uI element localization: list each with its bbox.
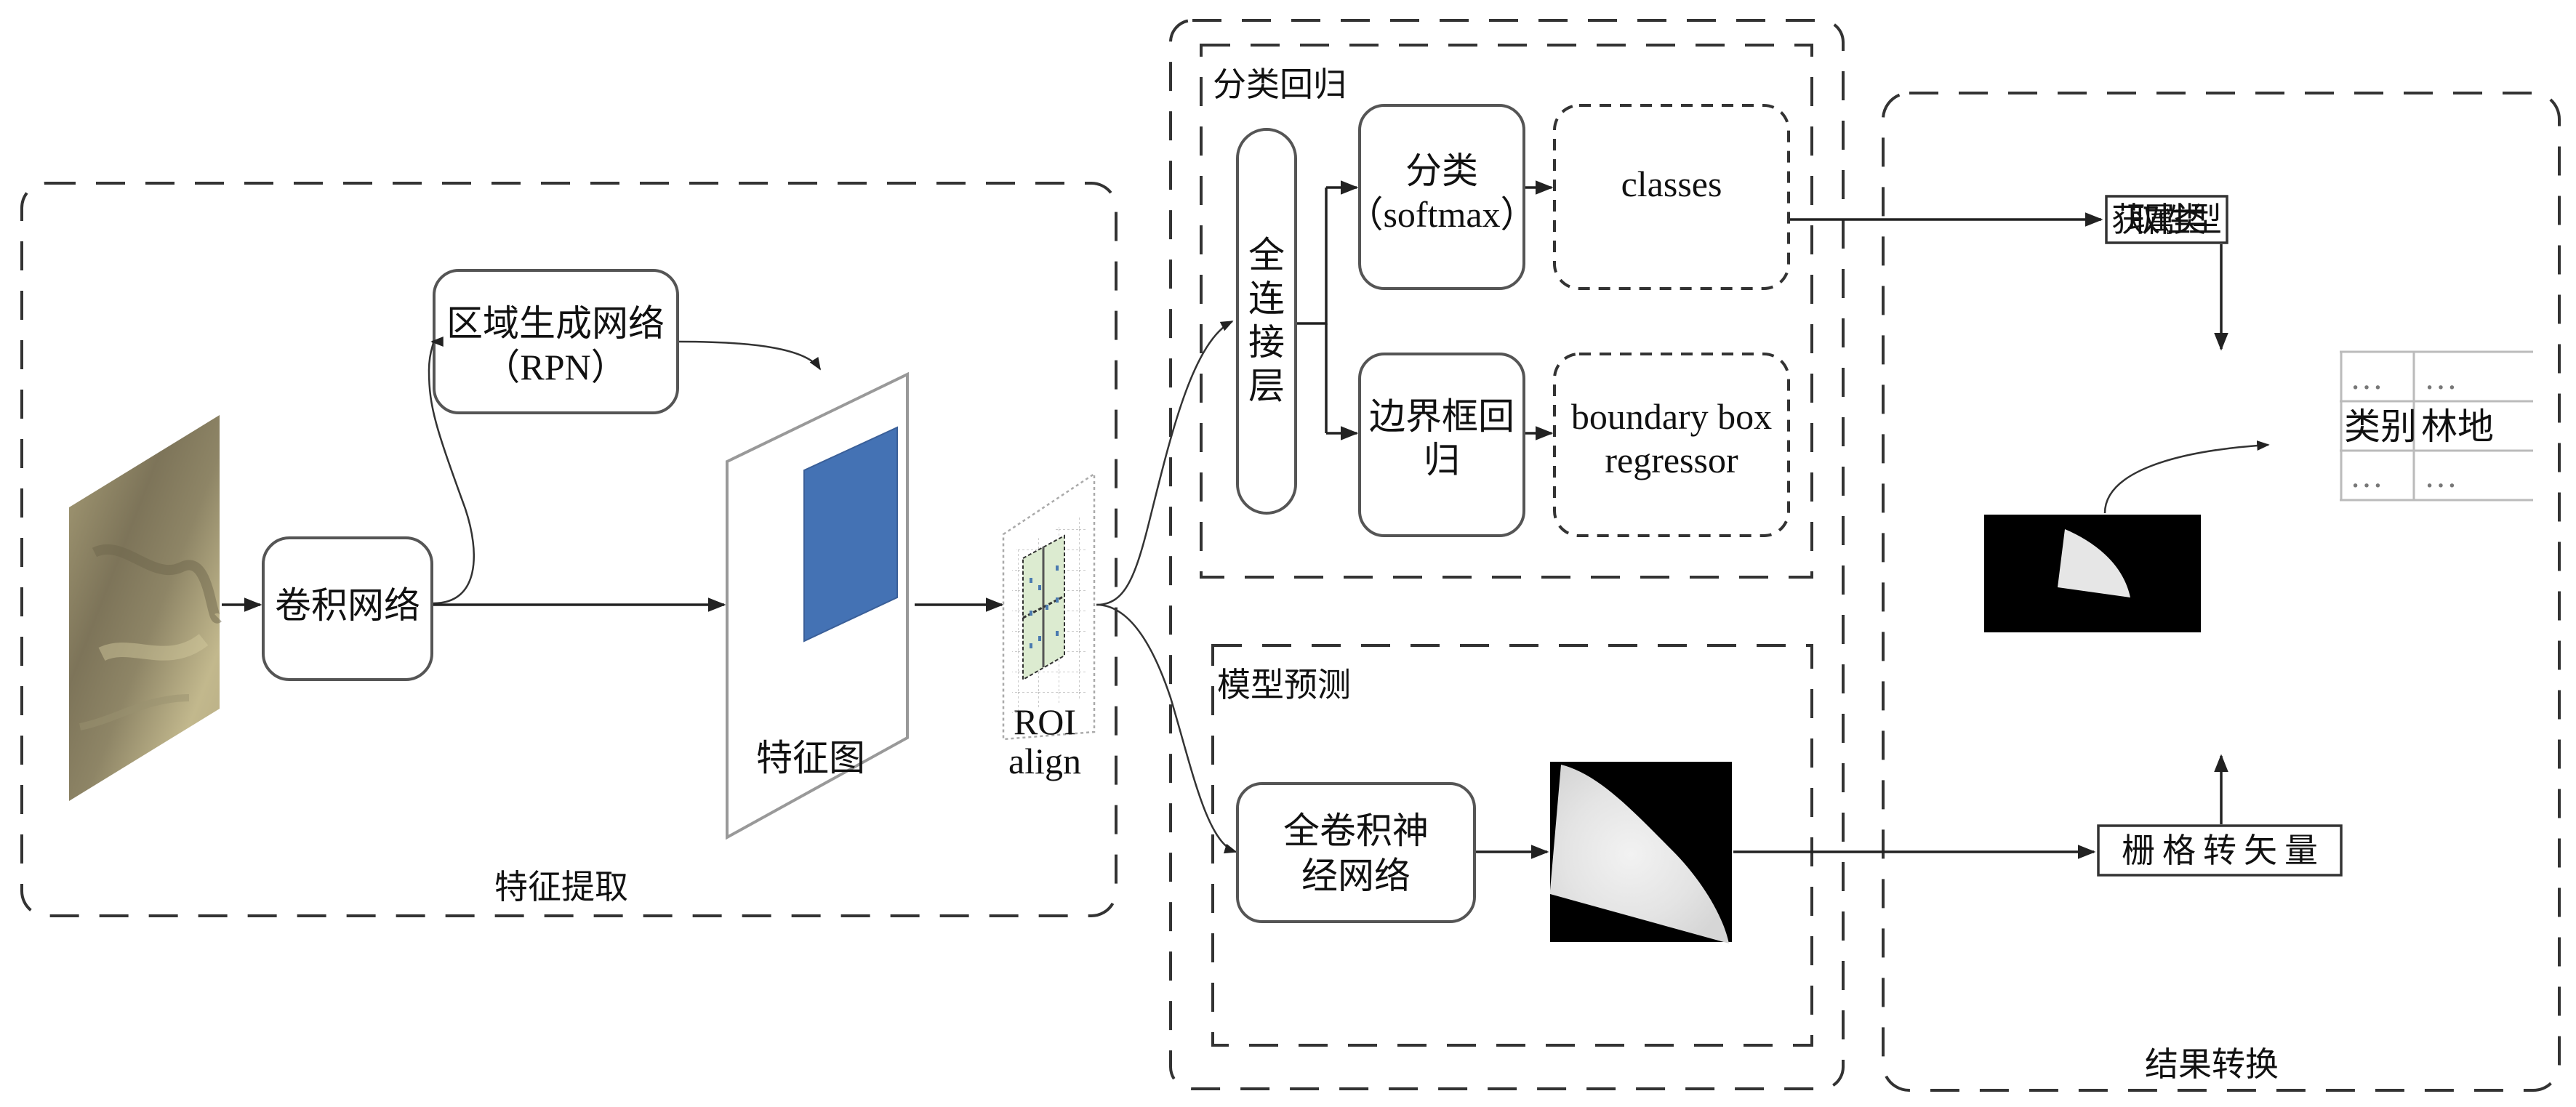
model-prediction-title: 模型预测	[1217, 667, 1351, 704]
result-conversion-border	[1882, 92, 2561, 1092]
result-conversion-title: 结果转换	[2145, 1046, 2279, 1083]
sample-point	[1056, 565, 1059, 571]
attribute-table-bg	[2340, 352, 2533, 500]
rpn-node[interactable]: 区域生成网络 （RPN）	[433, 269, 679, 414]
feature-map-label: 特征图	[756, 738, 865, 778]
classify-softmax-node[interactable]: 分类 （softmax）	[1347, 104, 1537, 290]
edge-roi-align-to-fcn	[1096, 603, 1237, 854]
conv-net-node[interactable]: 卷积网络	[262, 536, 433, 681]
middle-section-container	[1169, 19, 1845, 1090]
feature-extraction-title: 特征提取	[494, 869, 628, 906]
roi-align-sample-points	[1030, 565, 1059, 648]
sample-point	[1056, 597, 1059, 603]
fc-layer-char: 层	[1248, 366, 1285, 406]
input-image-texture	[79, 694, 190, 730]
fc-layer-char: 连	[1248, 278, 1285, 319]
classification-regression-border	[1200, 44, 1813, 579]
raster-to-vector-box[interactable]	[2097, 824, 2343, 877]
classification-regression-title: 分类回归	[1213, 66, 1347, 103]
edge-roi-align-to-fc-layer	[1096, 320, 1234, 606]
fc-layer-node[interactable]: 全 连 接 层	[1236, 128, 1297, 515]
roi-align-label-line1: ROI	[1014, 701, 1076, 742]
input-image	[69, 415, 222, 801]
model-prediction-container: 模型预测	[1211, 644, 1813, 1047]
rpn-label-line2: （RPN）	[483, 347, 627, 387]
fc-layer-box[interactable]	[1236, 128, 1297, 515]
vector-result-image	[1984, 515, 2201, 632]
fc-layer-char: 接	[1248, 322, 1285, 363]
fcn-box[interactable]	[1236, 782, 1476, 923]
feature-extraction-container: 特征提取	[20, 182, 1118, 917]
model-prediction-border	[1211, 644, 1813, 1047]
sample-point	[1046, 605, 1048, 610]
raster-to-vector-node[interactable]: 栅格转矢量	[2097, 824, 2343, 877]
fcn-node[interactable]: 全卷积神 经网络	[1236, 782, 1476, 923]
classes-output-box[interactable]	[1553, 104, 1790, 290]
bbox-reg-label-line1: 边界框回	[1369, 396, 1514, 437]
bbox-regressor-output-box[interactable]	[1553, 353, 1790, 537]
sample-point	[1038, 585, 1041, 590]
sample-point	[1030, 611, 1032, 616]
bbox-regression-node[interactable]: 边界框回 归	[1358, 353, 1525, 537]
get-attribute-type-node[interactable]: 获取属性类型	[2105, 195, 2228, 244]
bbox-regressor-output-node[interactable]: boundary box regressor	[1553, 353, 1790, 537]
edge-conv-to-rpn	[428, 337, 475, 605]
sample-point	[1030, 643, 1032, 648]
roi-align-graphic: ROI align	[1002, 472, 1096, 781]
input-image-texture	[92, 544, 222, 624]
sample-point	[1030, 578, 1032, 583]
table-cell: …	[2350, 457, 2383, 494]
feature-extraction-border	[20, 182, 1118, 917]
table-cell: …	[2424, 359, 2457, 396]
sample-point	[1038, 636, 1041, 641]
table-cell: …	[2424, 457, 2457, 494]
result-conversion-container: 结果转换	[1882, 92, 2561, 1092]
table-cell: 林地	[2421, 406, 2494, 447]
attribute-table: … … 类别 林地 … …	[2340, 350, 2533, 502]
input-image-texture	[98, 633, 209, 661]
vector-result-polygon	[2058, 529, 2130, 597]
classify-softmax-box[interactable]	[1358, 104, 1525, 290]
predicted-mask-image	[1550, 762, 1732, 943]
get-attribute-type-label: 获取属性类型	[2111, 201, 2222, 238]
conv-net-box[interactable]	[262, 536, 433, 681]
classes-output-label: classes	[1621, 164, 1722, 204]
feature-map-roi-highlight	[803, 426, 898, 643]
fcn-label-line2: 经网络	[1301, 856, 1411, 896]
table-cell: 类别	[2344, 406, 2417, 447]
classes-output-node[interactable]: classes	[1553, 104, 1790, 290]
bbox-output-label-line2: regressor	[1605, 440, 1738, 480]
edge-rpn-to-feature-map	[678, 340, 822, 371]
bbox-output-label-line1: boundary box	[1571, 396, 1772, 437]
edge-fc-branch-trunk-up	[1297, 188, 1328, 325]
bbox-regression-box[interactable]	[1358, 353, 1525, 537]
get-attribute-type-box[interactable]	[2105, 195, 2228, 244]
sample-point	[1056, 631, 1059, 636]
conv-net-label: 卷积网络	[275, 585, 420, 626]
input-image-face	[69, 415, 220, 801]
classify-label-line1: 分类	[1405, 150, 1478, 191]
table-cell: …	[2350, 359, 2383, 396]
bbox-reg-label-line2: 归	[1424, 440, 1460, 480]
classification-regression-container: 分类回归	[1200, 44, 1813, 579]
classify-label-line2: （softmax）	[1347, 194, 1536, 235]
fcn-label-line1: 全卷积神	[1283, 810, 1429, 851]
edge-result-to-attribute-table	[2103, 440, 2270, 514]
feature-map: 特征图	[726, 371, 909, 840]
fc-layer-char: 全	[1248, 235, 1285, 275]
predicted-mask-shape	[1550, 765, 1729, 943]
raster-to-vector-label: 栅格转矢量	[2122, 832, 2318, 869]
rpn-label-line1: 区域生成网络	[446, 303, 665, 344]
roi-align-label-line2: align	[1008, 741, 1081, 781]
